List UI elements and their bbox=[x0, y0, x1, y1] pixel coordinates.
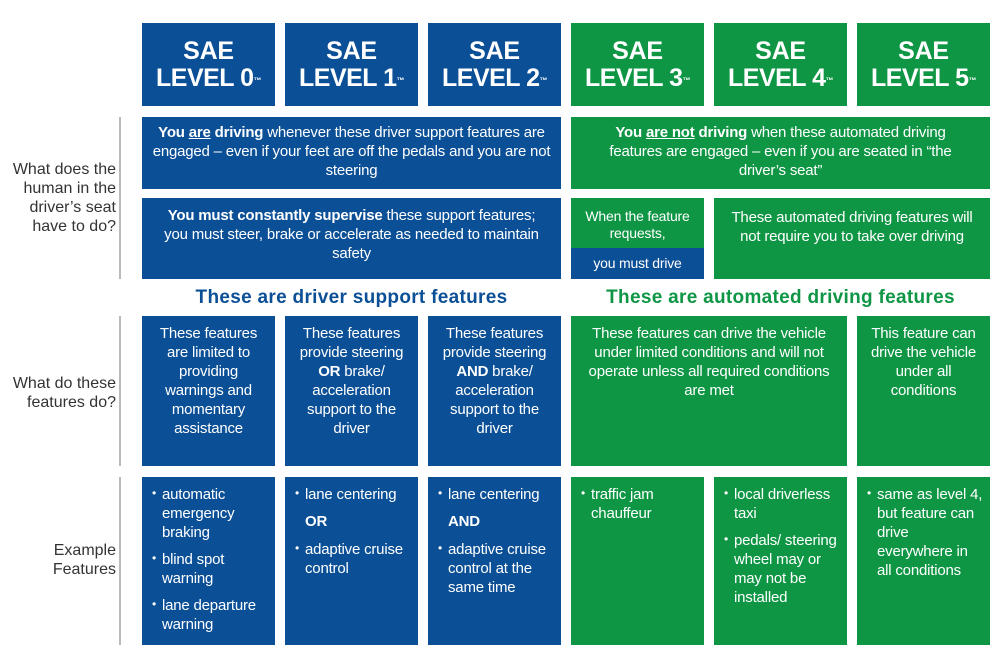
header-level: LEVEL 2™ bbox=[442, 63, 547, 92]
row-divider bbox=[119, 477, 121, 645]
header-level: LEVEL 1™ bbox=[299, 63, 404, 92]
bold-text: AND bbox=[456, 363, 489, 380]
header-sae: SAE bbox=[469, 36, 520, 65]
cell-features-level-0: These features are limited to providing … bbox=[142, 316, 275, 466]
cell-no-takeover: These automated driving features will no… bbox=[714, 198, 990, 279]
cell-examples-level-0: automatic emergency braking blind spot w… bbox=[142, 477, 275, 645]
header-level: LEVEL 4™ bbox=[728, 63, 833, 92]
list-item: adaptive cruise control bbox=[295, 539, 412, 578]
trademark: ™ bbox=[253, 75, 261, 85]
row-divider bbox=[119, 117, 121, 279]
cell-you-must-drive: you must drive bbox=[571, 248, 704, 279]
bold-text: You must constantly supervise bbox=[167, 207, 383, 224]
cell-features-level-2: These features provide steering AND brak… bbox=[428, 316, 561, 466]
list-item: pedals/ steering wheel may or may not be… bbox=[724, 530, 841, 607]
cell-text: You are not driving when these automated… bbox=[601, 123, 960, 180]
trademark: ™ bbox=[825, 75, 833, 85]
cell-examples-level-2: lane centering AND adaptive cruise contr… bbox=[428, 477, 561, 645]
list-item: adaptive cruise control at the same time bbox=[438, 539, 555, 597]
list-item: same as level 4, but feature can drive e… bbox=[867, 484, 984, 580]
cell-must-supervise: You must constantly supervise these supp… bbox=[142, 198, 561, 279]
trademark: ™ bbox=[968, 75, 976, 85]
body-text: when these automated driving features ar… bbox=[609, 124, 952, 179]
cell-you-are-driving: You are driving whenever these driver su… bbox=[142, 117, 561, 189]
cell-features-level-5: This feature can drive the vehicle under… bbox=[857, 316, 990, 466]
body-text: These features provide steering bbox=[299, 325, 404, 361]
cell-text: These features provide steering AND brak… bbox=[440, 324, 549, 438]
section-title-automated: These are automated driving features bbox=[606, 287, 955, 308]
cell-examples-level-3: traffic jam chauffeur bbox=[571, 477, 704, 645]
list-item: lane departure warning bbox=[152, 595, 269, 634]
bold-text: You bbox=[615, 124, 646, 141]
underlined-text: are not bbox=[645, 124, 695, 141]
body-text: these support features; you must steer, … bbox=[164, 207, 539, 262]
level-text: LEVEL 3 bbox=[585, 63, 683, 92]
level-text: LEVEL 1 bbox=[299, 63, 397, 92]
cell-you-are-not-driving: You are not driving when these automated… bbox=[571, 117, 990, 189]
header-sae: SAE bbox=[755, 36, 806, 65]
cell-text: These features provide steering OR brake… bbox=[297, 324, 406, 438]
body-text: brake/ acceleration support to the drive… bbox=[450, 363, 539, 437]
level-text: LEVEL 0 bbox=[156, 63, 254, 92]
level-text: LEVEL 4 bbox=[728, 63, 826, 92]
cell-text: You must constantly supervise these supp… bbox=[154, 206, 549, 263]
level-text: LEVEL 5 bbox=[871, 63, 969, 92]
trademark: ™ bbox=[396, 75, 404, 85]
trademark: ™ bbox=[539, 75, 547, 85]
row-label-features: What do these features do? bbox=[12, 375, 116, 411]
list-item: automatic emergency braking bbox=[152, 484, 269, 542]
conjunction: AND bbox=[448, 513, 480, 530]
row-divider bbox=[119, 316, 121, 466]
header-sae: SAE bbox=[326, 36, 377, 65]
cell-text: You are driving whenever these driver su… bbox=[152, 123, 551, 180]
list-item: lane centering bbox=[295, 484, 412, 504]
list-item: traffic jam chauffeur bbox=[581, 484, 698, 523]
trademark: ™ bbox=[682, 75, 690, 85]
cell-examples-level-1: lane centering OR adaptive cruise contro… bbox=[285, 477, 418, 645]
list-item: local driverless taxi bbox=[724, 484, 841, 523]
row-label-human: What does the human in the driver’s seat… bbox=[12, 161, 116, 235]
body-text: brake/ acceleration support to the drive… bbox=[307, 363, 396, 437]
conjunction: OR bbox=[305, 513, 328, 530]
cell-examples-level-5: same as level 4, but feature can drive e… bbox=[857, 477, 990, 645]
cell-when-feature-requests: When the feature requests, bbox=[571, 198, 704, 248]
bold-text: driving bbox=[210, 124, 264, 141]
bold-text: driving bbox=[694, 124, 748, 141]
body-text: whenever these driver support features a… bbox=[152, 124, 551, 179]
header-sae: SAE bbox=[183, 36, 234, 65]
body-text: These features provide steering bbox=[442, 325, 547, 361]
list-item: blind spot warning bbox=[152, 549, 269, 588]
header-sae: SAE bbox=[612, 36, 663, 65]
header-sae: SAE bbox=[898, 36, 949, 65]
row-label-examples: Example Features bbox=[52, 542, 116, 578]
cell-examples-level-4: local driverless taxi pedals/ steering w… bbox=[714, 477, 847, 645]
cell-features-level-1: These features provide steering OR brake… bbox=[285, 316, 418, 466]
bold-text: You bbox=[158, 124, 189, 141]
header-level: LEVEL 3™ bbox=[585, 63, 690, 92]
cell-features-level-3-4: These features can drive the vehicle und… bbox=[571, 316, 847, 466]
underlined-text: are bbox=[188, 124, 211, 141]
header-level: LEVEL 5™ bbox=[871, 63, 976, 92]
header-level: LEVEL 0™ bbox=[156, 63, 261, 92]
list-item: lane centering bbox=[438, 484, 555, 504]
bold-text: OR bbox=[318, 363, 341, 380]
level-text: LEVEL 2 bbox=[442, 63, 540, 92]
section-title-support: These are driver support features bbox=[195, 287, 508, 308]
